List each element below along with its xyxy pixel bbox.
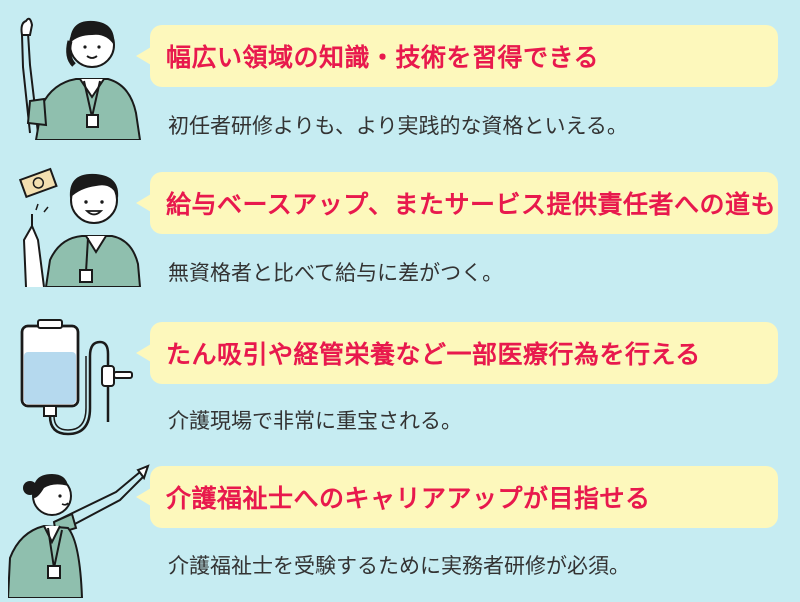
iv-drip-bag-icon (8, 312, 143, 447)
headline-bubble: たん吸引や経管栄養など一部医療行為を行える (136, 322, 778, 384)
headline-text: 幅広い領域の知識・技術を習得できる (166, 43, 600, 72)
description-text: 初任者研修よりも、より実践的な資格といえる。 (168, 114, 628, 138)
benefit-row-2: 給与ベースアップ、またサービス提供責任者への道も 無資格者と比べて給与に差がつく… (0, 150, 800, 300)
description-text: 無資格者と比べて給与に差がつく。 (168, 261, 504, 285)
description-text: 介護福祉士を受験するために実務者研修が必須。 (168, 554, 630, 578)
benefit-row-1: 幅広い領域の知識・技術を習得できる 初任者研修よりも、より実践的な資格といえる。 (0, 0, 800, 150)
headline-text: 給与ベースアップ、またサービス提供責任者への道も (166, 190, 777, 219)
female-caregiver-pointing-up-icon (8, 5, 143, 141)
male-caregiver-with-money-icon (8, 152, 143, 288)
headline-bubble: 介護福祉士へのキャリアアップが目指せる (136, 466, 778, 528)
benefit-row-4: 介護福祉士へのキャリアアップが目指せる 介護福祉士を受験するために実務者研修が必… (0, 450, 800, 600)
headline-bubble: 給与ベースアップ、またサービス提供責任者への道も (136, 172, 778, 234)
headline-bubble: 幅広い領域の知識・技術を習得できる (136, 25, 778, 87)
description-text: 介護現場で非常に重宝される。 (168, 409, 462, 433)
headline-text: たん吸引や経管栄養など一部医療行為を行える (166, 340, 701, 369)
headline-text: 介護福祉士へのキャリアアップが目指せる (166, 484, 651, 513)
benefit-row-3: たん吸引や経管栄養など一部医療行為を行える 介護現場で非常に重宝される。 (0, 300, 800, 450)
female-caregiver-pointing-forward-icon (6, 458, 150, 599)
